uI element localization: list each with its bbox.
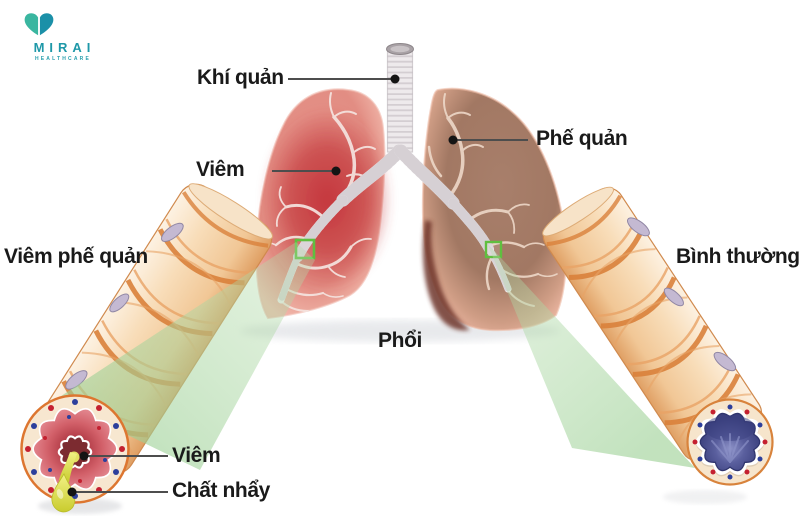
mucus-droplet bbox=[51, 473, 76, 513]
lung-inflammation-label: Viêm bbox=[196, 158, 245, 181]
heart-icon bbox=[24, 13, 54, 36]
bronchitis-label: Viêm phế quản bbox=[4, 245, 148, 268]
brand-subtitle: HEALTHCARE bbox=[34, 56, 92, 62]
mirai-logo: MIRAI HEALTHCARE bbox=[22, 10, 102, 62]
left-zoom-beam bbox=[55, 242, 315, 470]
cell-dots bbox=[692, 404, 768, 480]
mucus-label: Chất nhẩy bbox=[172, 479, 270, 502]
leader-lines bbox=[72, 78, 528, 493]
lumen-pleats bbox=[711, 433, 749, 463]
cell-dots bbox=[25, 399, 125, 499]
right-zoom-beam bbox=[487, 243, 695, 468]
tube-inflammation-label: Viêm bbox=[172, 444, 221, 467]
trachea-label: Khí quản bbox=[197, 66, 284, 89]
inflamed-cross-section bbox=[20, 394, 130, 513]
normal-bronchus-tube bbox=[542, 186, 763, 462]
normal-label: Bình thường bbox=[676, 245, 800, 268]
right-lung-healthy bbox=[421, 87, 567, 332]
cardiac-notch-shadow bbox=[422, 220, 470, 331]
trachea bbox=[386, 43, 414, 153]
lungs-label: Phổi bbox=[378, 329, 422, 352]
normal-cross-section bbox=[686, 398, 774, 486]
pointer-dots bbox=[67, 74, 458, 497]
brand-name: MIRAI bbox=[33, 40, 96, 55]
gland-ovals bbox=[627, 217, 737, 372]
bronchus-label: Phế quản bbox=[536, 127, 628, 150]
